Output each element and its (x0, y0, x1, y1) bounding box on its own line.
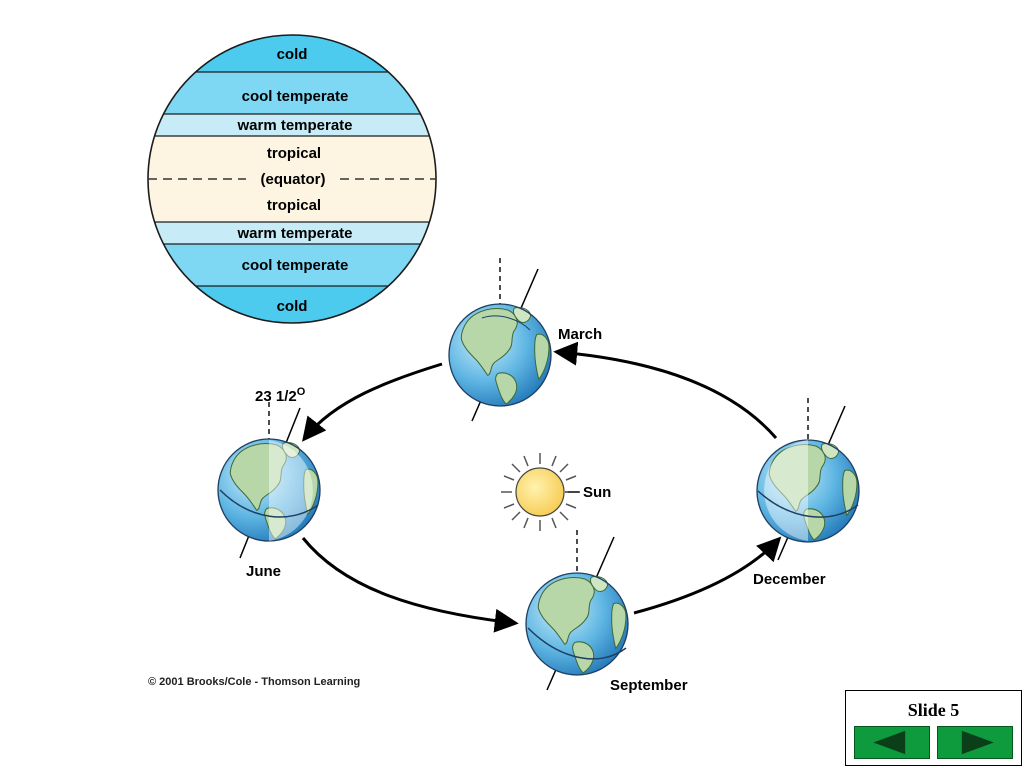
earth-globe-march (448, 258, 552, 422)
arrow-right-icon (961, 730, 994, 755)
label-september: September (610, 677, 688, 694)
zone-label-warm-temperate-bottom: warm temperate (236, 225, 352, 242)
zone-band-cool-temperate-top (148, 72, 436, 114)
slide-number-label: Slide 5 (907, 700, 960, 720)
next-slide-button[interactable] (937, 726, 1013, 759)
tilt-angle-label: 23 1/2O (255, 386, 306, 405)
zone-band-warm-temperate-bottom (148, 222, 436, 244)
zone-label-tropical-bottom: tropical (267, 197, 321, 214)
label-june: June (246, 563, 281, 580)
zone-label-cold-top: cold (277, 46, 308, 63)
earth-globe-september (525, 530, 629, 691)
orbit-path (301, 341, 782, 633)
slide-nav-panel: Slide 5 (845, 690, 1022, 766)
zone-label-cool-temperate-top: cool temperate (242, 88, 349, 105)
orbit-arrow-june-to-september (301, 537, 519, 633)
orbit-arrow-december-to-march (553, 341, 778, 439)
climate-zone-globe: cold cool temperate warm temperate tropi… (147, 34, 437, 324)
zone-band-cool-temperate-bottom (148, 244, 436, 286)
zone-label-tropical-top: tropical (267, 145, 321, 162)
label-december: December (753, 571, 826, 588)
sun-label: Sun (583, 484, 611, 501)
earth-globe-december (756, 398, 860, 561)
arrow-left-icon (873, 730, 906, 755)
orbit-arrow-march-to-june (302, 362, 443, 442)
earth-globe-june (217, 402, 321, 559)
zone-label-warm-temperate-top: warm temperate (236, 117, 352, 134)
zone-label-cold-bottom: cold (277, 298, 308, 315)
zone-band-warm-temperate-top (148, 114, 436, 136)
previous-slide-button[interactable] (854, 726, 930, 759)
zone-label-equator: (equator) (261, 171, 326, 188)
copyright-text: © 2001 Brooks/Cole - Thomson Learning (148, 676, 361, 688)
orbit-arrow-september-to-december (633, 536, 782, 615)
label-march: March (558, 326, 602, 343)
zone-label-cool-temperate-bottom: cool temperate (242, 257, 349, 274)
sun-icon (501, 453, 579, 531)
